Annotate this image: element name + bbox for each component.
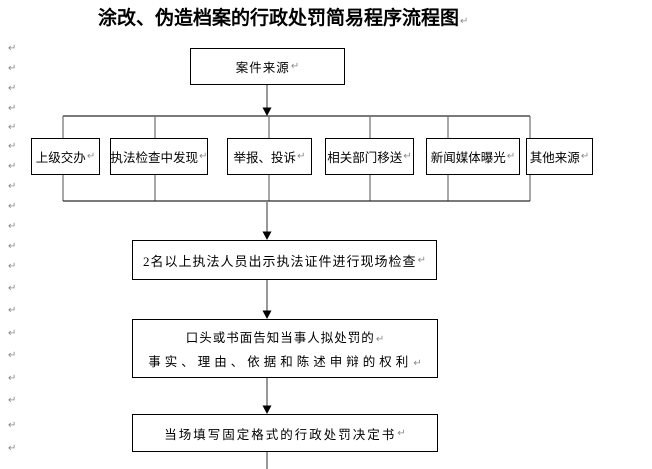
- paragraph-mark-icon: ↵: [8, 43, 17, 54]
- paragraph-mark-icon: ↵: [397, 427, 406, 439]
- flow-box-label: 2名以上执法人员出示执法证件进行现场检查: [143, 253, 417, 269]
- flow-box-label: 其他来源: [529, 151, 580, 165]
- flow-box-channel-media: 新闻媒体曝光↵: [426, 138, 520, 175]
- paragraph-mark-icon: ↵: [8, 350, 17, 361]
- flow-box-line: 口头或书面告知当事人拟处罚的↵: [186, 327, 384, 346]
- paragraph-mark-icon: ↵: [8, 395, 17, 406]
- flow-box-channel-superior: 上级交办↵: [31, 138, 100, 175]
- paragraph-mark-icon: ↵: [8, 305, 17, 316]
- paragraph-mark-icon: ↵: [460, 16, 469, 27]
- paragraph-mark-icon: ↵: [8, 328, 17, 339]
- paragraph-mark-icon: ↵: [290, 61, 300, 72]
- flow-box-label: 相关部门移送: [327, 151, 403, 165]
- paragraph-mark-icon: ↵: [8, 283, 17, 294]
- flow-box-decision-document: 当场填写固定格式的行政处罚决定书↵: [132, 414, 438, 452]
- flow-box-label: 执法检查中发现: [110, 151, 199, 165]
- arrowhead-source-to-bus: [262, 107, 272, 116]
- flow-box-channel-transfer: 相关部门移送↵: [325, 138, 414, 175]
- title-text: 涂改、伪造档案的行政处罚简易程序流程图: [98, 8, 460, 29]
- arrowhead-bus-to-check: [262, 231, 272, 240]
- paragraph-mark-icon: ↵: [375, 334, 385, 345]
- flow-box-case-source: 案件来源↵: [190, 48, 345, 85]
- flow-box-onsite-check: 2名以上执法人员出示执法证件进行现场检查↵: [132, 240, 437, 280]
- page-title: 涂改、伪造档案的行政处罚简易程序流程图↵: [98, 6, 468, 35]
- paragraph-mark-icon: ↵: [8, 373, 17, 384]
- flow-box-label: 案件来源: [235, 61, 290, 75]
- paragraph-mark-icon: ↵: [8, 141, 17, 152]
- paragraph-mark-icon: ↵: [86, 151, 96, 162]
- flow-box-label-line2: 事实、理由、依据和陈述申辩的权利: [148, 355, 413, 369]
- flow-box-label: 举报、投诉: [233, 151, 297, 165]
- flow-box-label: 上级交办: [35, 151, 86, 165]
- paragraph-mark-icon: ↵: [413, 358, 422, 369]
- paragraph-mark-icon: ↵: [8, 103, 17, 114]
- flow-box-label: 当场填写固定格式的行政处罚决定书: [164, 427, 397, 442]
- flow-box-label: 新闻媒体曝光: [430, 151, 506, 165]
- flow-box-channel-other: 其他来源↵: [526, 138, 593, 175]
- flow-box-label-line1: 口头或书面告知当事人拟处罚的: [185, 331, 375, 345]
- flow-box-channel-inspection: 执法检查中发现↵: [110, 138, 208, 175]
- paragraph-mark-icon: ↵: [8, 83, 17, 94]
- paragraph-mark-icon: ↵: [8, 63, 17, 74]
- flow-box-inform-rights: 口头或书面告知当事人拟处罚的↵ 事实、理由、依据和陈述申辩的权利↵: [132, 319, 438, 378]
- paragraph-mark-icon: ↵: [297, 151, 306, 162]
- flow-box-channel-report: 举报、投诉↵: [227, 138, 312, 175]
- paragraph-mark-icon: ↵: [417, 254, 426, 266]
- paragraph-mark-icon: ↵: [8, 181, 17, 192]
- paragraph-mark-icon: ↵: [8, 221, 17, 232]
- arrowhead-inform-to-decision: [262, 405, 272, 414]
- paragraph-mark-icon: ↵: [8, 201, 17, 212]
- paragraph-mark-icon: ↵: [580, 151, 590, 162]
- paragraph-mark-icon: ↵: [506, 151, 516, 162]
- paragraph-mark-icon: ↵: [8, 420, 17, 431]
- paragraph-mark-icon: ↵: [8, 443, 17, 454]
- paragraph-mark-icon: ↵: [8, 261, 17, 272]
- arrowhead-check-to-inform: [262, 310, 272, 319]
- paragraph-mark-icon: ↵: [8, 122, 17, 133]
- paragraph-mark-icon: ↵: [403, 151, 412, 162]
- paragraph-mark-icon: ↵: [199, 151, 208, 162]
- paragraph-mark-icon: ↵: [8, 161, 17, 172]
- flow-box-line: 事实、理由、依据和陈述申辩的权利↵: [148, 351, 421, 370]
- paragraph-mark-icon: ↵: [8, 241, 17, 252]
